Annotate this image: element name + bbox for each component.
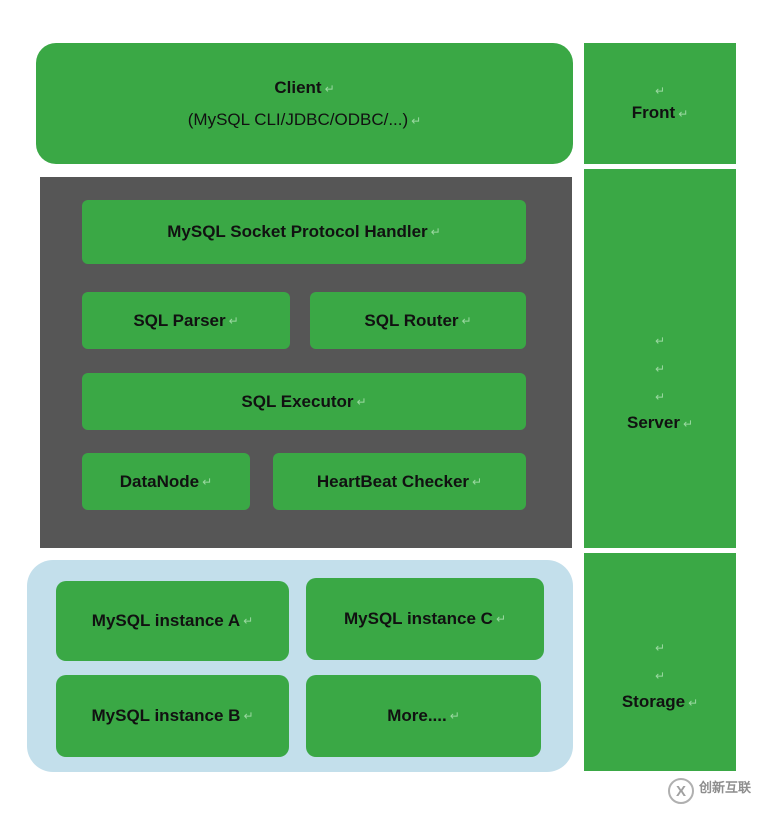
paragraph-mark: ↵ [654, 389, 666, 404]
client-subtitle-row: (MySQL CLI/JDBC/ODBC/...)↵ [188, 110, 421, 130]
sql-parser-label: SQL Parser [133, 310, 226, 330]
client-box: Client↵ (MySQL CLI/JDBC/ODBC/...)↵ [36, 43, 573, 164]
tier-storage: ↵ ↵ Storage↵ [584, 553, 736, 771]
heartbeat-checker-label: HeartBeat Checker [316, 471, 470, 491]
watermark-subtext [699, 795, 751, 803]
paragraph-mark: ↵ [654, 361, 666, 376]
paragraph-mark: ↵ [654, 669, 666, 683]
paragraph-mark: ↵ [202, 474, 213, 489]
mysql-instance-a-label: MySQL instance A [91, 611, 241, 630]
tier-server-label: Server [627, 412, 680, 432]
sql-executor-box: SQL Executor↵ [82, 373, 526, 430]
heartbeat-checker-box: HeartBeat Checker↵ [273, 453, 526, 510]
paragraph-mark: ↵ [430, 225, 441, 239]
paragraph-mark: ↵ [682, 416, 693, 431]
watermark-logo: X 创新互联 [668, 773, 764, 809]
paragraph-mark: ↵ [654, 641, 666, 655]
more-box: More....↵ [306, 675, 541, 757]
paragraph-mark: ↵ [688, 696, 699, 710]
paragraph-mark: ↵ [356, 394, 367, 409]
paragraph-mark: ↵ [654, 333, 666, 348]
paragraph-mark: ↵ [243, 614, 254, 628]
mysql-instance-c-label: MySQL instance C [343, 609, 493, 628]
tier-server: ↵ ↵ ↵ Server↵ [584, 169, 736, 548]
protocol-handler-box: MySQL Socket Protocol Handler↵ [82, 200, 526, 264]
sql-executor-label: SQL Executor [241, 391, 354, 411]
paragraph-mark: ↵ [324, 81, 335, 96]
paragraph-mark: ↵ [228, 313, 239, 328]
paragraph-mark: ↵ [243, 709, 254, 723]
paragraph-mark: ↵ [654, 83, 666, 98]
paragraph-mark: ↵ [461, 313, 472, 328]
watermark-text: 创新互联 [699, 779, 752, 795]
paragraph-mark: ↵ [495, 612, 506, 626]
watermark-icon: X [668, 778, 694, 804]
datanode-box: DataNode↵ [82, 453, 250, 510]
client-title-row: Client↵ [274, 78, 334, 98]
paragraph-mark: ↵ [449, 709, 460, 723]
client-title: Client [274, 77, 322, 97]
tier-storage-label: Storage [621, 692, 686, 711]
tier-front: ↵ Front↵ [584, 43, 736, 164]
client-subtitle: (MySQL CLI/JDBC/ODBC/...) [187, 109, 409, 129]
paragraph-mark: ↵ [472, 474, 483, 489]
tier-front-label: Front [631, 102, 676, 122]
sql-parser-box: SQL Parser↵ [82, 292, 290, 349]
sql-router-label: SQL Router [364, 310, 459, 330]
sql-router-box: SQL Router↵ [310, 292, 526, 349]
paragraph-mark: ↵ [411, 113, 422, 128]
mysql-instance-b-box: MySQL instance B↵ [56, 675, 289, 757]
protocol-handler-label: MySQL Socket Protocol Handler [167, 222, 428, 241]
paragraph-mark: ↵ [678, 106, 689, 121]
mysql-instance-c-box: MySQL instance C↵ [306, 578, 544, 660]
datanode-label: DataNode [119, 471, 200, 491]
mysql-instance-a-box: MySQL instance A↵ [56, 581, 289, 661]
mysql-instance-b-label: MySQL instance B [91, 706, 241, 725]
more-label: More.... [387, 706, 447, 725]
